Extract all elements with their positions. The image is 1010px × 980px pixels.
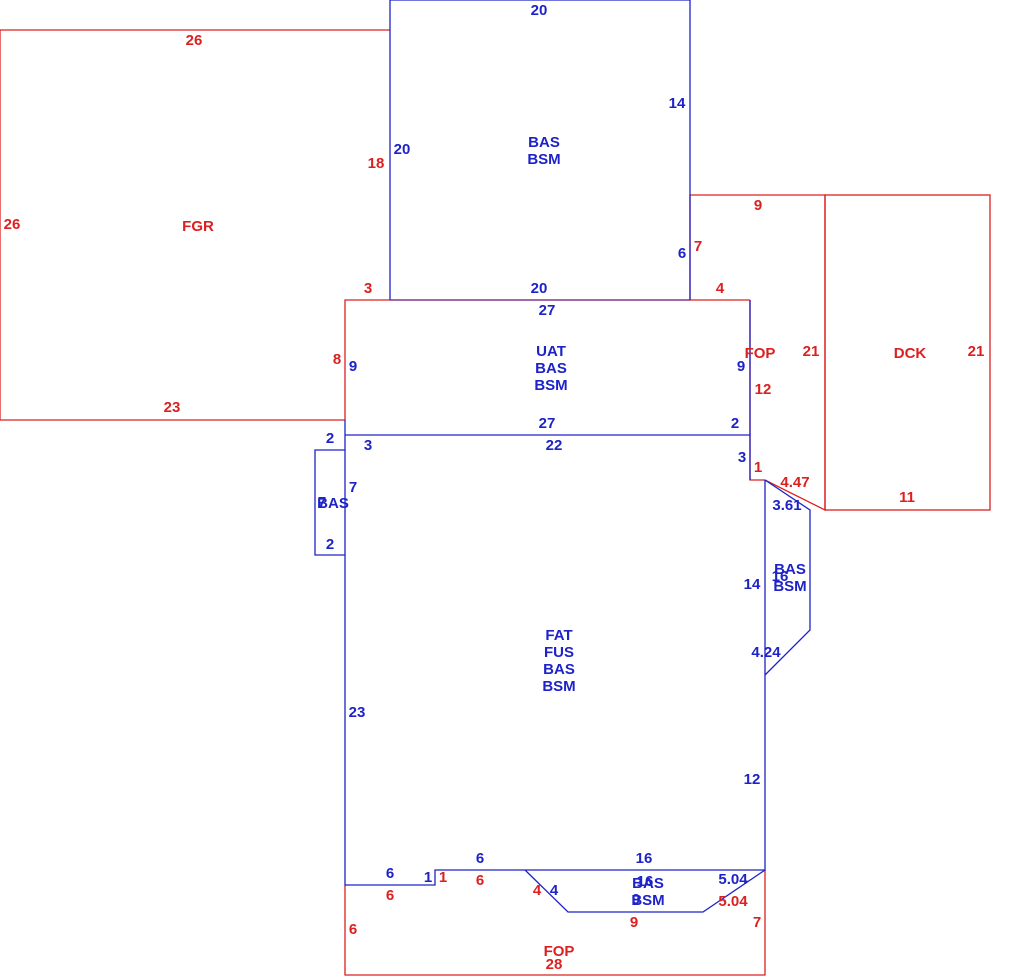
bas-left-outline xyxy=(314,449,345,556)
fop-bottom-outline xyxy=(344,870,766,976)
dim-dck-right: 21 xyxy=(968,343,985,360)
dim-main-top-left: 3 xyxy=(364,437,372,454)
dim-fop-bottom-top-left: 6 xyxy=(386,887,394,904)
dim-main-right-upper: 14 xyxy=(744,576,761,593)
dim-bas-right-inner: 16 xyxy=(772,568,789,585)
area-label-main-4: BSM xyxy=(542,678,575,695)
area-label-bas-left-1: BAS xyxy=(317,495,349,512)
dim-main-right-diag: 4.24 xyxy=(751,644,781,661)
dim-main-right-lower: 12 xyxy=(744,771,761,788)
dim-bas-top-top: 20 xyxy=(531,2,548,19)
area-label-dck-1: DCK xyxy=(894,345,927,362)
dim-bas-bottom-inner: 16 xyxy=(637,873,654,890)
dim-bas-top-left: 20 xyxy=(394,141,411,158)
dim-fop-bottom-diag-right: 5.04 xyxy=(718,893,748,910)
dim-fop-right-right: 21 xyxy=(803,343,820,360)
dim-fgr-lower-right: 8 xyxy=(333,351,341,368)
area-label-uat-3: BSM xyxy=(534,377,567,394)
dim-fop-right-inner: 12 xyxy=(755,381,772,398)
dim-bas-top-right: 14 xyxy=(669,95,686,112)
area-label-uat-1: UAT xyxy=(536,343,566,360)
dim-fgr-bottom: 23 xyxy=(164,399,181,416)
dim-dck-bottom: 11 xyxy=(899,489,915,506)
dim-fop-bottom-left: 6 xyxy=(349,921,357,938)
dim-fop-right-diag: 4.47 xyxy=(780,474,809,491)
dim-fop-right-left: 7 xyxy=(694,238,702,255)
dim-main-bottom-step: 1 xyxy=(424,869,432,886)
dim-bas-top-lower-right: 6 xyxy=(678,245,686,262)
dim-uat-left: 9 xyxy=(349,358,357,375)
dim-fgr-top: 26 xyxy=(186,32,203,49)
bas-right-outline xyxy=(764,479,811,676)
dim-main-top-right: 3 xyxy=(738,449,746,466)
main-outline xyxy=(344,420,766,886)
bas-top-outline xyxy=(389,0,691,300)
area-label-bas-top-1: BAS xyxy=(528,134,560,151)
fgr-outline xyxy=(0,29,390,421)
dim-fop-bottom-bottom: 28 xyxy=(546,956,563,973)
dim-bas-bottom-base: 9 xyxy=(632,891,640,908)
dim-fop-bottom-diag-left: 4 xyxy=(533,882,542,899)
dim-main-bottom-right: 16 xyxy=(636,850,653,867)
bas-bottom-outline xyxy=(524,869,766,913)
dimension-labels: 26 26 18 3 8 23 20 14 20 6 20 9 7 4 21 1… xyxy=(4,2,985,973)
dim-main-left: 23 xyxy=(349,704,366,721)
dim-main-bay-diag: 3.61 xyxy=(772,497,801,514)
dim-uat-right: 9 xyxy=(737,358,745,375)
area-label-bas-right-1: BAS xyxy=(774,561,806,578)
dim-uat-top: 27 xyxy=(539,302,556,319)
dim-main-bottom-mid: 6 xyxy=(476,850,484,867)
dim-bas-left-top: 2 xyxy=(326,430,334,447)
area-label-fop-right-1: FOP xyxy=(745,345,776,362)
dim-main-top: 22 xyxy=(546,437,563,454)
dim-fop-bottom-top-mid: 6 xyxy=(476,872,484,889)
dim-fop-right-top: 9 xyxy=(754,197,762,214)
dim-bas-left-bottom: 2 xyxy=(326,536,334,553)
area-label-bas-right-2: BSM xyxy=(773,578,806,595)
area-label-fgr-1: FGR xyxy=(182,218,214,235)
dim-fgr-step: 3 xyxy=(364,280,372,297)
dim-bas-bottom-left-diag: 4 xyxy=(550,882,559,899)
dck-outline xyxy=(824,194,991,511)
dim-fop-bottom-inner: 9 xyxy=(630,914,638,931)
dim-bas-left-inner: 7 xyxy=(318,494,326,511)
area-label-fop-bottom-1: FOP xyxy=(544,943,575,960)
area-label-bas-bottom-2: BSM xyxy=(631,892,664,909)
dim-fop-bottom-step: 1 xyxy=(439,869,447,886)
area-label-main-1: FAT xyxy=(545,627,572,644)
dim-fgr-right: 18 xyxy=(368,155,385,172)
dim-fop-right-small: 1 xyxy=(754,459,762,476)
area-label-bas-bottom-1: BAS xyxy=(632,875,664,892)
dim-bas-left-right: 7 xyxy=(349,479,357,496)
area-label-main-2: FUS xyxy=(544,644,574,661)
dim-bas-top-bottom: 20 xyxy=(531,280,548,297)
dim-fgr-left: 26 xyxy=(4,216,21,233)
area-label-bas-top-2: BSM xyxy=(527,151,560,168)
dim-uat-step: 2 xyxy=(731,415,739,432)
area-label-main-3: BAS xyxy=(543,661,575,678)
area-label-uat-2: BAS xyxy=(535,360,567,377)
dim-bas-bottom-right-diag: 5.04 xyxy=(718,871,748,888)
dim-fop-bottom-right: 7 xyxy=(753,914,761,931)
dim-main-bottom-left: 6 xyxy=(386,865,394,882)
dim-uat-bottom: 27 xyxy=(539,415,556,432)
dim-fop-right-step: 4 xyxy=(716,280,725,297)
